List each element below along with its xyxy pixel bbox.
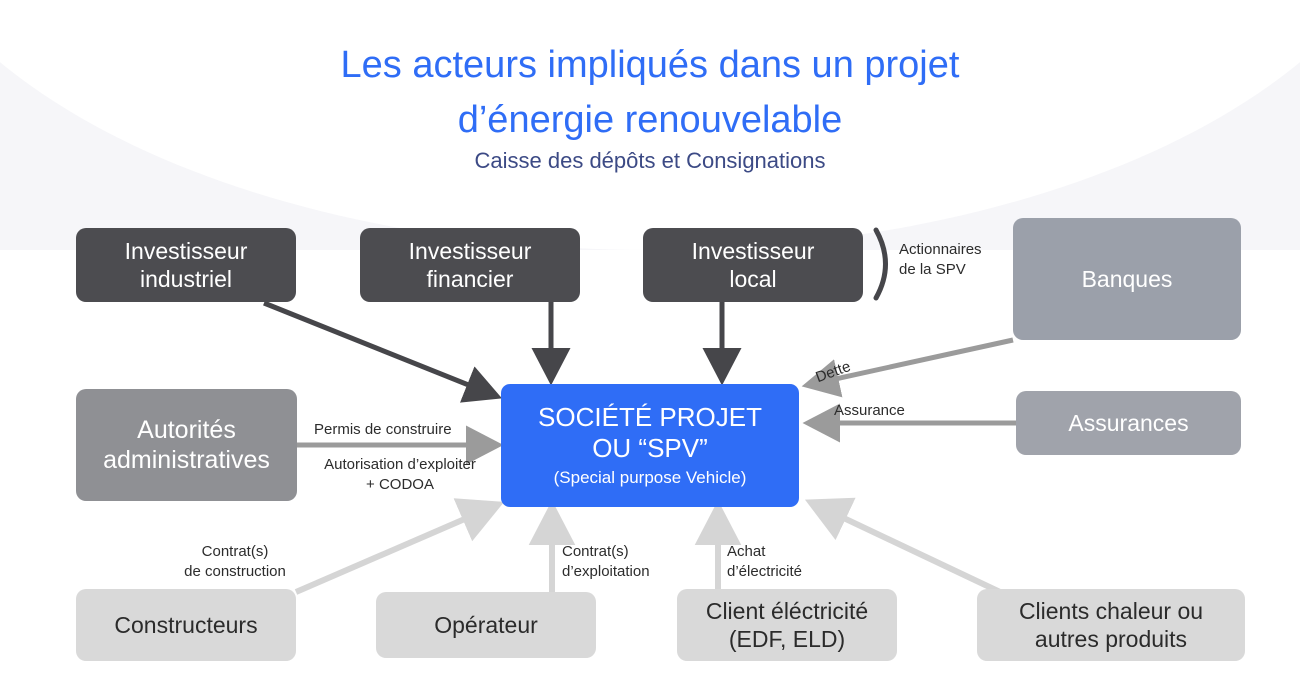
page-title-line-1: Les acteurs impliqués dans un projet [340,44,960,86]
node-operateur[interactable]: Opérateur [376,592,596,658]
node-investisseur-financier[interactable]: Investisseur financier [360,228,580,302]
node-constructeurs-label: Constructeurs [114,611,258,638]
node-investisseur-industriel-label: Investisseur industriel [124,237,248,292]
node-operateur-label: Opérateur [434,611,538,638]
node-client-electricite-label: Client éléctricité (EDF, ELD) [705,597,869,652]
spv-subtitle: (Special purpose Vehicle) [553,467,747,487]
node-investisseur-local[interactable]: Investisseur local [643,228,863,302]
page-title-line-2: d’énergie renouvelable [457,99,843,141]
edge-label-actionnaires: Actionnaires de la SPV [899,241,982,279]
edge-label-assurance: Assurance [834,402,905,419]
node-clients-chaleur[interactable]: Clients chaleur ou autres produits [977,589,1245,661]
edge-label-contrat-exploitation: Contrat(s) d’exploitation [562,543,650,581]
node-banques-label: Banques [1081,265,1173,292]
page-subtitle: Caisse des dépôts et Consignations [474,148,826,173]
node-autorites-administratives-label: Autorités administratives [103,415,270,475]
edge-clients-chaleur-to-spv [804,497,1002,595]
node-societe-projet-spv[interactable]: SOCIÉTÉ PROJET OU “SPV” (Special purpose… [501,384,799,507]
spv-title-line-2: OU “SPV” [592,433,708,464]
node-autorites-administratives[interactable]: Autorités administratives [76,389,297,501]
node-constructeurs[interactable]: Constructeurs [76,589,296,661]
edge-constructeurs-to-spv [294,498,505,595]
spv-title-line-1: SOCIÉTÉ PROJET [538,402,762,433]
edge-label-autorisation-exploiter: Autorisation d’exploiter + CODOA [324,456,476,494]
node-investisseur-industriel[interactable]: Investisseur industriel [76,228,296,302]
edge-label-permis-de-construire: Permis de construire [314,421,452,438]
edge-label-contrat-construction: Contrat(s) de construction [184,543,286,581]
node-assurances-label: Assurances [1068,409,1189,436]
node-investisseur-financier-label: Investisseur financier [408,237,532,292]
node-client-electricite[interactable]: Client éléctricité (EDF, ELD) [677,589,897,661]
edge-label-achat-electricite: Achat d’électricité [727,543,803,581]
shareholders-bracket [873,227,888,301]
node-assurances[interactable]: Assurances [1016,391,1241,455]
node-clients-chaleur-label: Clients chaleur ou autres produits [1018,597,1204,652]
node-banques[interactable]: Banques [1013,218,1241,340]
edge-banques-to-spv [801,337,1014,398]
edge-industriel-to-spv [263,300,503,403]
node-investisseur-local-label: Investisseur local [691,237,815,292]
page-title: Les acteurs impliqués dans un projet d’é… [250,38,1050,148]
